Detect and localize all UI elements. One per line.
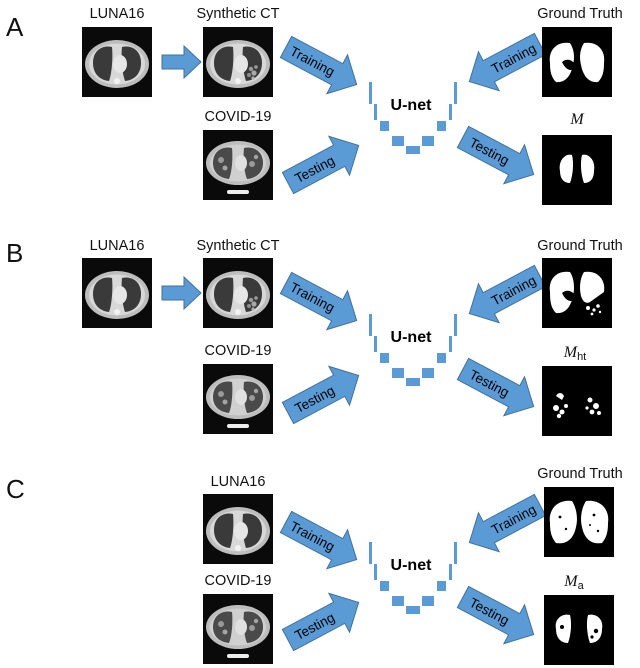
output-mask	[542, 366, 612, 436]
testing-arrow-left: Testing	[281, 365, 360, 425]
ground-truth-mask	[544, 487, 614, 557]
panel-b: B LUNA16 Synthetic CT COVID-19 Training …	[6, 238, 623, 436]
unet-label: U-net	[391, 557, 433, 574]
output-mask-label: Mht	[563, 344, 587, 363]
covid19-ct-image	[203, 130, 273, 200]
panel-a: A LUNA16 Synthetic CT COVID-19 Training …	[6, 6, 623, 205]
covid19-ct-image	[203, 594, 273, 664]
conversion-arrow	[161, 275, 202, 311]
testing-arrow-left: Testing	[281, 592, 360, 652]
ground-truth-mask	[542, 258, 612, 328]
panel-letter: B	[6, 238, 23, 268]
synthetic-ct-label: Synthetic CT	[197, 6, 280, 22]
synthetic-ct-image	[203, 258, 273, 328]
ground-truth-label: Ground Truth	[537, 238, 622, 254]
unet-label: U-net	[391, 329, 433, 346]
synthetic-ct-label: Synthetic CT	[197, 238, 280, 254]
luna16-label: LUNA16	[90, 238, 145, 254]
testing-arrow-right: Testing	[456, 125, 535, 185]
ground-truth-label: Ground Truth	[537, 6, 622, 22]
testing-arrow-right: Testing	[456, 585, 535, 645]
output-mask-label: Ma	[563, 573, 584, 592]
luna16-label: LUNA16	[211, 474, 266, 490]
panel-c: C LUNA16 COVID-19 Training Testing U-net	[6, 466, 623, 665]
ground-truth-mask	[542, 27, 612, 97]
unet-shape	[369, 314, 457, 386]
panel-letter: C	[6, 474, 25, 504]
luna16-ct-image	[82, 27, 152, 97]
training-arrow-left: Training	[279, 271, 358, 331]
output-mask	[544, 595, 614, 665]
training-arrow-left: Training	[279, 510, 358, 570]
panel-letter: A	[6, 12, 24, 42]
unet-label: U-net	[391, 97, 433, 114]
luna16-label: LUNA16	[90, 6, 145, 22]
covid19-label: COVID-19	[205, 573, 272, 589]
covid19-ct-image	[203, 364, 273, 434]
training-arrow-right: Training	[468, 32, 547, 92]
covid19-label: COVID-19	[205, 343, 272, 359]
unet-shape	[369, 542, 457, 614]
conversion-arrow	[161, 44, 202, 80]
synthetic-ct-image	[203, 27, 273, 97]
unet-shape	[369, 82, 457, 154]
ground-truth-label: Ground Truth	[537, 466, 622, 482]
testing-arrow-right: Testing	[456, 357, 535, 417]
training-arrow-left: Training	[279, 35, 358, 95]
training-arrow-right: Training	[468, 493, 547, 553]
luna16-ct-image	[82, 258, 152, 328]
training-arrow-right: Training	[468, 264, 547, 324]
output-mask	[542, 135, 612, 205]
output-mask-label: M	[569, 111, 585, 128]
testing-arrow-left: Testing	[281, 135, 360, 195]
covid19-label: COVID-19	[205, 109, 272, 125]
luna16-ct-image	[203, 494, 273, 564]
